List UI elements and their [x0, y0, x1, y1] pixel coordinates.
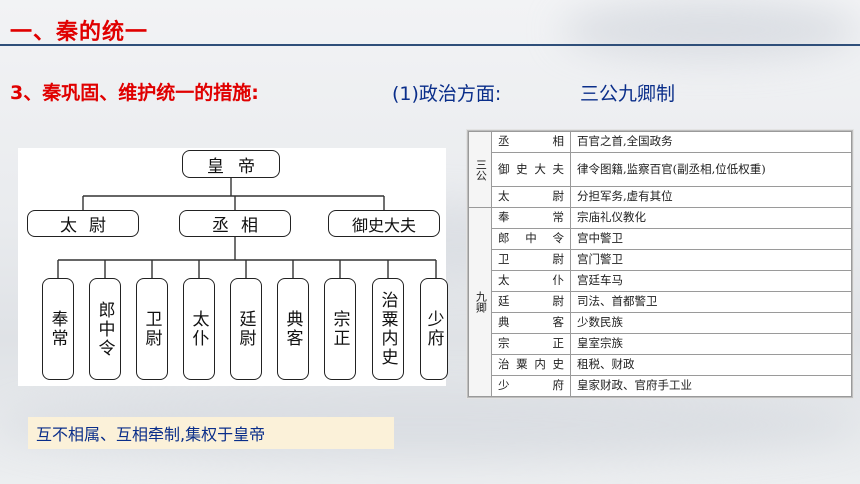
duty-cell: 宫中警卫	[570, 228, 852, 250]
office-cell: 太尉	[491, 186, 571, 208]
summary-note: 互不相属、互相牵制,集权于皇帝	[28, 417, 394, 449]
table-row: 廷尉 司法、首都警卫	[469, 291, 852, 313]
table-row: 卫尉 宫门警卫	[469, 249, 852, 271]
duty-cell: 司法、首都警卫	[570, 291, 852, 313]
duty-cell: 宫门警卫	[570, 249, 852, 271]
table-row: 御史大夫 律令图籍,监察百官(副丞相,位低权重)	[469, 152, 852, 187]
duty-cell: 租税、财政	[570, 354, 852, 376]
system-name: 三公九卿制	[580, 83, 676, 105]
table-row: 少府 皇家财政、官府手工业	[469, 375, 852, 397]
duty-cell: 宗庙礼仪教化	[570, 207, 852, 229]
office-cell: 卫尉	[491, 249, 571, 271]
office-cell: 太仆	[491, 270, 571, 292]
minister-node: 廷尉	[230, 278, 262, 380]
org-chart: 皇帝 太尉 丞相 御史大夫 奉常 郎中令 卫尉 太仆 廷尉 典客 宗正 治粟内史…	[18, 148, 448, 386]
duty-cell: 百官之首,全国政务	[570, 131, 852, 153]
duty-cell: 皇室宗族	[570, 333, 852, 355]
office-cell: 丞相	[491, 131, 571, 153]
office-cell: 奉常	[491, 207, 571, 229]
minister-node: 卫尉	[136, 278, 168, 380]
table-row: 治粟内史 租税、财政	[469, 354, 852, 376]
table-row: 太仆 宫廷车马	[469, 270, 852, 292]
office-cell: 廷尉	[491, 291, 571, 313]
office-cell: 少府	[491, 375, 571, 397]
minister-node: 太仆	[183, 278, 215, 380]
office-cell: 治粟内史	[491, 354, 571, 376]
political-aspect-label: (1)政治方面:	[392, 83, 502, 105]
title-divider	[0, 44, 860, 46]
table-row: 典客 少数民族	[469, 312, 852, 334]
minister-node: 少府	[420, 278, 448, 380]
nine-ministers-group-label: 九卿	[468, 207, 492, 397]
table-row: 九卿 奉常 宗庙礼仪教化	[468, 207, 852, 397]
duty-cell: 分担军务,虚有其位	[570, 186, 852, 208]
table-row: 宗正 皇室宗族	[469, 333, 852, 355]
emperor-node: 皇帝	[182, 150, 280, 178]
censor-node: 御史大夫	[328, 210, 440, 237]
office-cell: 典客	[491, 312, 571, 334]
duty-cell: 少数民族	[570, 312, 852, 334]
table-row: 郎中令 宫中警卫	[469, 228, 852, 250]
duty-cell: 宫廷车马	[570, 270, 852, 292]
duty-cell: 皇家财政、官府手工业	[570, 375, 852, 397]
three-dukes-group-label: 三公	[468, 131, 492, 208]
minister-node: 郎中令	[89, 278, 121, 380]
table-row: 三公 丞相 百官之首,全国政务	[468, 131, 852, 208]
background-cloud	[560, 0, 860, 60]
minister-node: 宗正	[324, 278, 356, 380]
taiwei-node: 太尉	[27, 210, 139, 237]
office-cell: 郎中令	[491, 228, 571, 250]
duties-table: 三公 丞相 百官之首,全国政务 御史大夫 律令图籍,监察百官(副丞相,位低权重)…	[467, 130, 853, 398]
office-cell: 御史大夫	[491, 152, 571, 187]
measures-heading: 3、秦巩固、维护统一的措施:	[10, 82, 259, 104]
slide-title: 一、秦的统一	[10, 20, 149, 45]
minister-node: 治粟内史	[372, 278, 404, 380]
duties-table-grid: 三公 丞相 百官之首,全国政务 御史大夫 律令图籍,监察百官(副丞相,位低权重)…	[468, 131, 852, 397]
minister-node: 奉常	[42, 278, 74, 380]
chancellor-node: 丞相	[179, 210, 291, 237]
org-chart-connectors	[57, 178, 437, 278]
office-cell: 宗正	[491, 333, 571, 355]
table-row: 太尉 分担军务,虚有其位	[469, 186, 852, 208]
minister-node: 典客	[277, 278, 309, 380]
duty-cell: 律令图籍,监察百官(副丞相,位低权重)	[570, 152, 852, 187]
